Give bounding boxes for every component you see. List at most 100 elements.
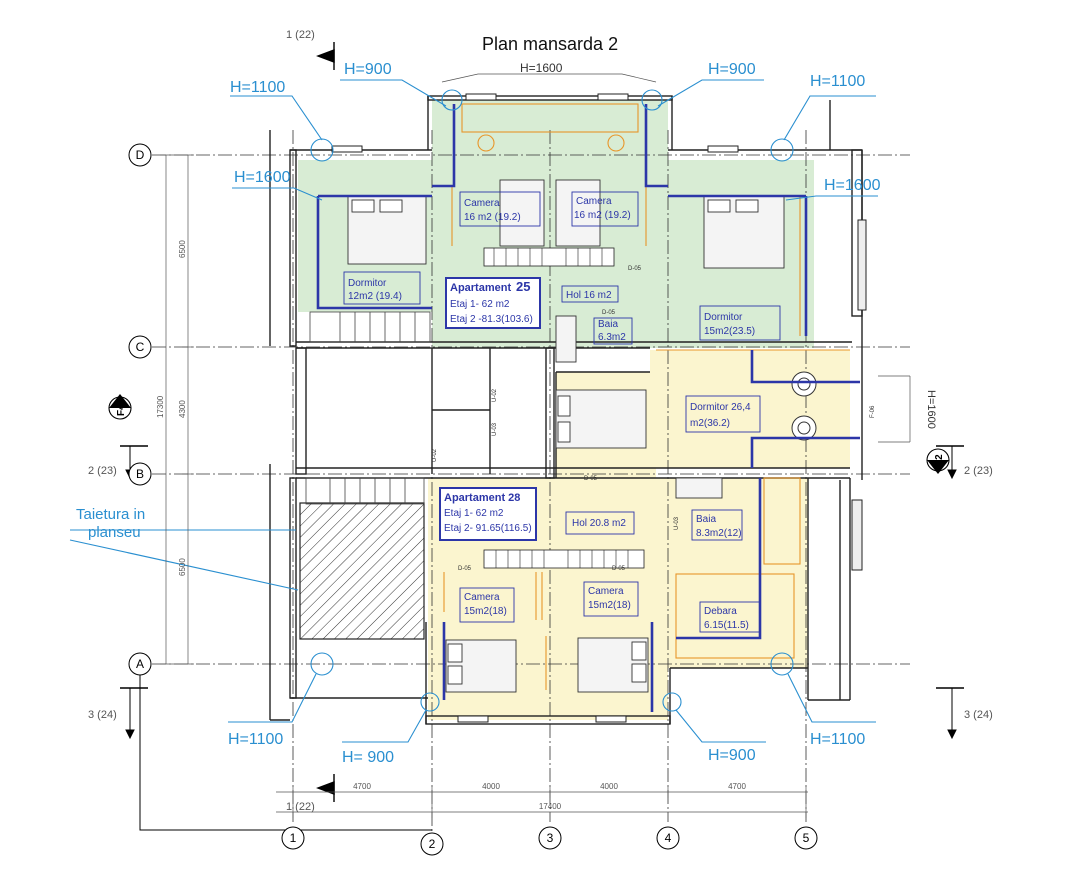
tag-d05b: D-05 <box>602 310 616 316</box>
apt25-title: Apartament <box>450 282 511 294</box>
bed-top-right <box>555 179 601 247</box>
room-dormitor-r-area: 15m2(23.5) <box>704 326 755 337</box>
section-label-3-right: 3 (24) <box>964 709 993 721</box>
apartment-boxes <box>439 277 541 541</box>
room-baia-top-area: 6.3m2 <box>598 332 626 343</box>
dimension-lines <box>160 73 911 818</box>
room-camera-br-area: 15m2(18) <box>588 600 631 611</box>
walls <box>269 95 863 725</box>
plan-title: Plan mansarda 2 <box>482 34 618 54</box>
room-dormitor-big-area: m2(36.2) <box>690 418 730 429</box>
section-label-2-right: 2 (23) <box>964 465 993 477</box>
room-hol-top: Hol 16 m2 <box>566 290 612 301</box>
wall-middle-left <box>295 347 307 475</box>
grid-bubbles <box>128 143 818 856</box>
tag-u02b: U-02 <box>432 448 438 462</box>
dim-left-middle: 4300 <box>178 400 187 418</box>
apt25-floor2: Etaj 2 -81.3(103.6) <box>450 314 533 325</box>
room-camera-tl-name: Camera <box>464 198 500 209</box>
tag-u03b: U-03 <box>674 516 680 530</box>
dim-total: 17400 <box>539 802 562 811</box>
grid-lines <box>152 130 910 832</box>
dim-left-top: 6500 <box>178 240 187 258</box>
room-fills <box>298 100 850 720</box>
room-hol-bottom: Hol 20.8 m2 <box>572 518 626 529</box>
floor-cut-hatch <box>299 502 425 640</box>
wall-top-block <box>427 95 673 101</box>
tag-f06: F-06 <box>870 405 876 418</box>
tag-d05e: D-05 <box>628 266 642 272</box>
room-camera-bl-name: Camera <box>464 592 500 603</box>
room-camera-tr-area: 16 m2 (19.2) <box>574 210 631 221</box>
radiator-ticks <box>493 248 629 568</box>
bed-top-left <box>499 179 545 247</box>
grid-label-a: A <box>136 657 144 671</box>
height-label-h900-top-right: H=900 <box>708 61 756 78</box>
height-label-h1100-bottom-right: H=1100 <box>810 731 865 748</box>
chairs <box>791 371 817 441</box>
room-camera-bl-area: 15m2(18) <box>464 606 507 617</box>
grid-label-3: 3 <box>547 831 554 845</box>
beds <box>347 179 785 693</box>
annotation-line-2: planseu <box>88 524 141 541</box>
room-camera-tl-area: 16 m2 (19.2) <box>464 212 521 223</box>
height-marker-leaders <box>69 79 878 743</box>
height-label-h1100-top-right: H=1100 <box>810 73 865 90</box>
grid-label-1: 1 <box>290 831 297 845</box>
height-label-h1600-right: H=1600 <box>824 177 881 194</box>
dim-bottom-2: 4000 <box>482 782 500 791</box>
section-label-1-bottom: 1 (22) <box>286 801 315 813</box>
section-cut-markers <box>120 42 964 802</box>
grid-label-4: 4 <box>665 831 672 845</box>
room-baia-bottom-name: Baia <box>696 514 716 525</box>
grid-label-5: 5 <box>803 831 810 845</box>
room-camera-br-name: Camera <box>588 586 624 597</box>
dim-left-bottom: 6500 <box>178 558 187 576</box>
room-baia-top-name: Baia <box>598 319 618 330</box>
height-label-h900-bottom-right: H=900 <box>708 747 756 764</box>
dim-bottom-1: 4700 <box>353 782 371 791</box>
room-debara-area: 6.15(11.5) <box>704 620 749 631</box>
height-label-h1600-left: H=1600 <box>234 169 291 186</box>
height-label-h1600-vertical: H=1600 <box>925 390 937 429</box>
grid-label-b: B <box>136 467 144 481</box>
apt25-number: 25 <box>516 279 530 294</box>
bathtub-bottom <box>675 477 723 499</box>
orange-furniture <box>443 103 850 690</box>
height-label-h1100-bottom-left: H=1100 <box>228 731 283 748</box>
section-label-2-left: 2 (23) <box>88 465 117 477</box>
tag-d05c: D-05 <box>458 566 472 572</box>
tag-u03a: U-03 <box>492 422 498 436</box>
facade-marker-f2 <box>926 448 950 474</box>
facade-label-f2: F2 <box>934 454 945 466</box>
height-label-h900-bottom-left: H= 900 <box>342 749 394 766</box>
blue-height-lines <box>316 104 860 712</box>
room-camera-tr-name: Camera <box>576 196 612 207</box>
room-dormitor-l-area: 12m2 (19.4) <box>348 291 402 302</box>
dim-bottom-4: 4700 <box>728 782 746 791</box>
bathtub-top <box>555 315 577 363</box>
room-debara-name: Debara <box>704 606 737 617</box>
height-label-h900-top-left: H=900 <box>344 61 392 78</box>
facade-label-f4: F4 <box>116 404 127 416</box>
tag-d05d: D-05 <box>612 566 626 572</box>
room-label-boxes <box>343 191 781 633</box>
room-dormitor-r-name: Dormitor <box>704 312 743 323</box>
height-label-h1100-top-left: H=1100 <box>230 79 285 96</box>
fill-big-dormitor-yellow <box>650 350 850 468</box>
grid-label-d: D <box>136 148 145 162</box>
tag-d05a: D-05 <box>584 476 598 482</box>
stairs <box>305 311 431 505</box>
section-label-1-top: 1 (22) <box>286 29 315 41</box>
room-dormitor-big-name: Dormitor 26,4 <box>690 402 751 413</box>
fill-bottom-right-yellow <box>668 478 808 668</box>
grid-label-2: 2 <box>429 837 436 851</box>
room-baia-bottom-area: 8.3m2(12) <box>696 528 742 539</box>
windows <box>331 93 867 723</box>
dim-top-width: H=1600 <box>520 61 563 75</box>
tag-u02a: U-02 <box>492 388 498 402</box>
facade-marker-f4 <box>108 394 132 420</box>
room-dormitor-l-name: Dormitor <box>348 278 387 289</box>
apt28-floor1: Etaj 1- 62 m2 <box>444 508 504 519</box>
